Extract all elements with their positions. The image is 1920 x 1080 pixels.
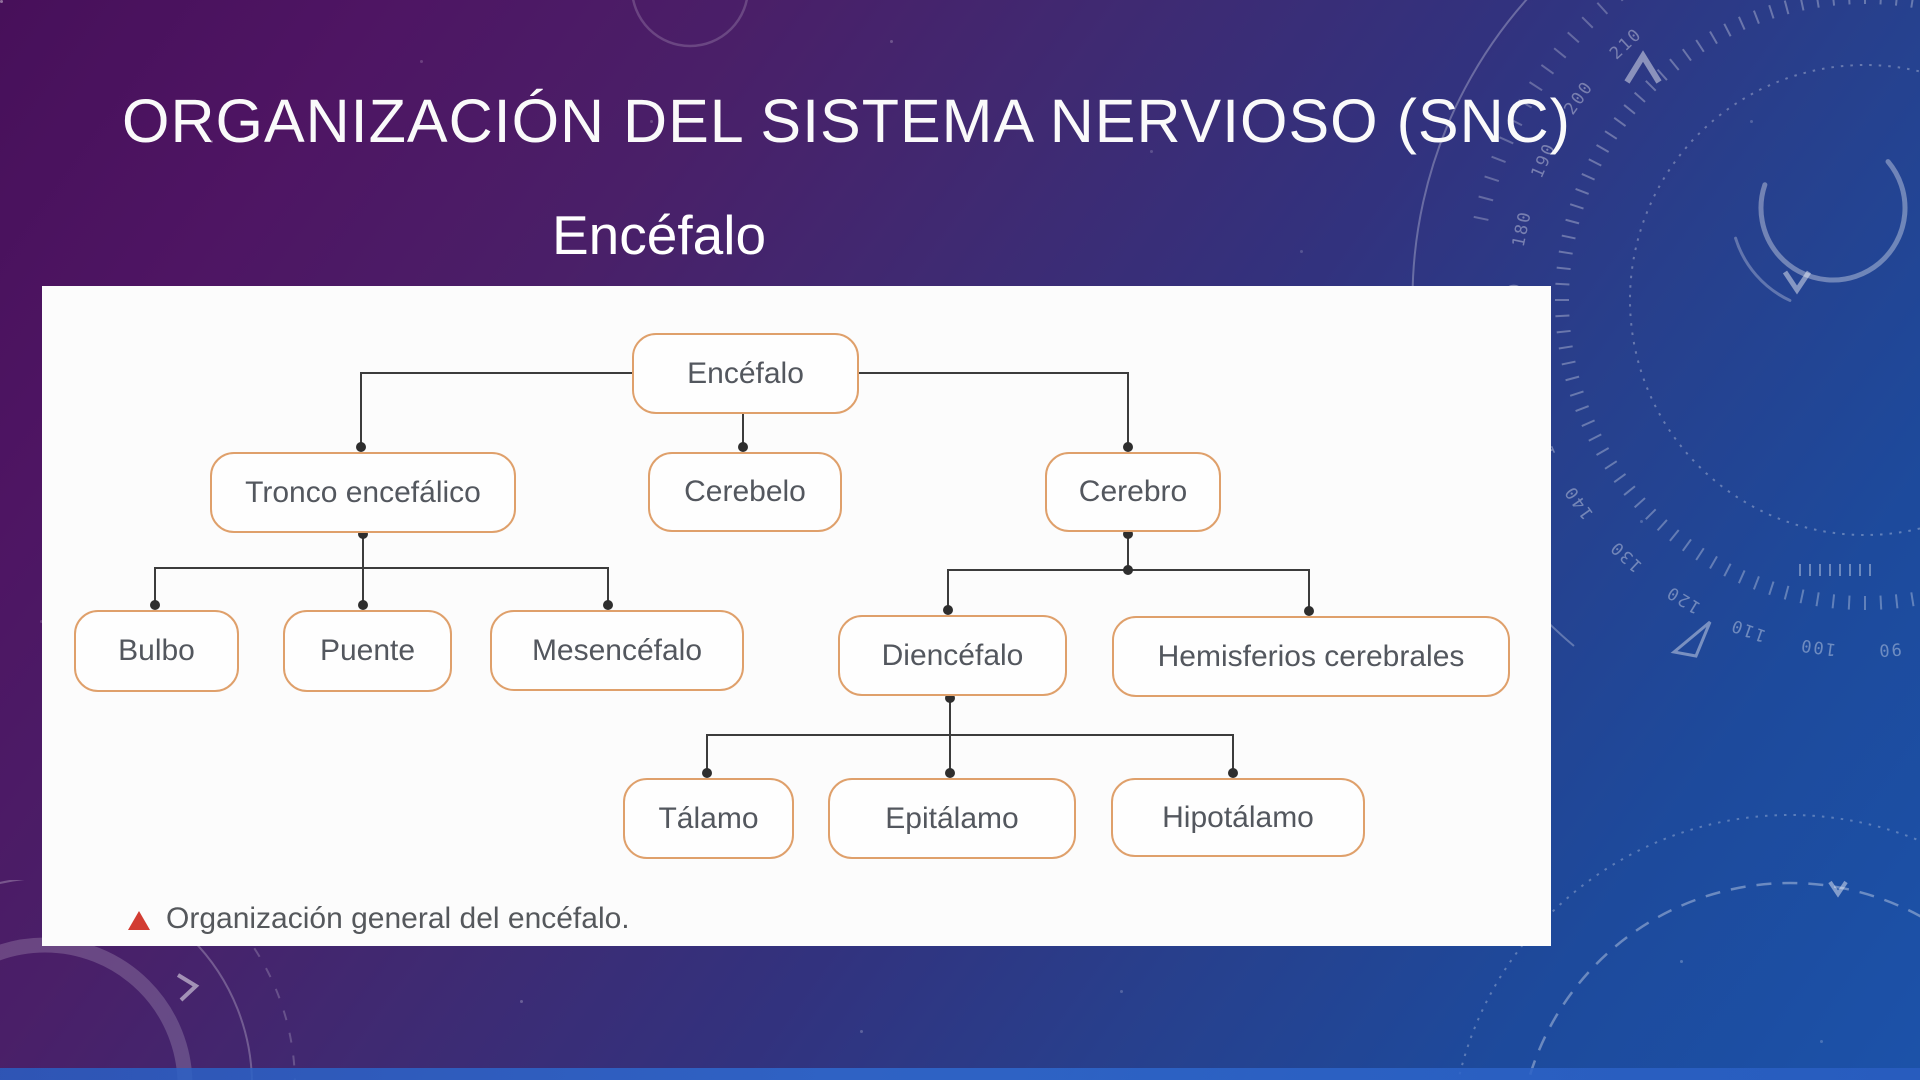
figure-panel: Encéfalo Tronco encefálico Cerebelo Cere… [42, 286, 1551, 946]
svg-text:130: 130 [1606, 536, 1646, 576]
arrow-plane-icon [1670, 620, 1712, 658]
node-bulbo: Bulbo [74, 610, 239, 692]
node-puente: Puente [283, 610, 452, 692]
svg-text:180: 180 [1509, 209, 1536, 249]
chevron-down-small-icon [1828, 880, 1848, 898]
node-hemisferios-cerebrales: Hemisferios cerebrales [1112, 616, 1510, 697]
figure-caption: Organización general del encéfalo. [128, 902, 630, 936]
caption-text: Organización general del encéfalo. [166, 902, 630, 935]
triangle-marker-icon [128, 910, 150, 930]
connector-lines [150, 372, 1314, 778]
node-tronco-encefalico: Tronco encefálico [210, 452, 516, 533]
faint-circle-decoration [631, 0, 749, 48]
node-cerebro: Cerebro [1045, 452, 1221, 532]
svg-text:110: 110 [1728, 614, 1769, 645]
chevron-right-icon [176, 973, 200, 1002]
node-mesencefalo: Mesencéfalo [490, 610, 744, 691]
svg-text:100: 100 [1798, 634, 1837, 659]
node-encefalo: Encéfalo [632, 333, 859, 414]
svg-text:90: 90 [1877, 638, 1903, 660]
chevron-down-icon [1782, 270, 1812, 295]
tick-row-decoration [1799, 564, 1871, 576]
chevron-up-icon [1624, 50, 1662, 84]
bottom-accent-strip [0, 1068, 1920, 1080]
node-diencefalo: Diencéfalo [838, 615, 1067, 696]
node-talamo: Tálamo [623, 778, 794, 859]
svg-text:140: 140 [1560, 481, 1598, 523]
node-hipotalamo: Hipotálamo [1111, 778, 1365, 857]
node-cerebelo: Cerebelo [648, 452, 842, 532]
svg-text:210: 210 [1606, 24, 1646, 64]
slide-title: ORGANIZACIÓN DEL SISTEMA NERVIOSO (SNC) [122, 87, 1571, 155]
slide-subtitle: Encéfalo [552, 204, 767, 266]
node-epitalamo: Epitálamo [828, 778, 1076, 859]
svg-text:120: 120 [1663, 581, 1705, 617]
